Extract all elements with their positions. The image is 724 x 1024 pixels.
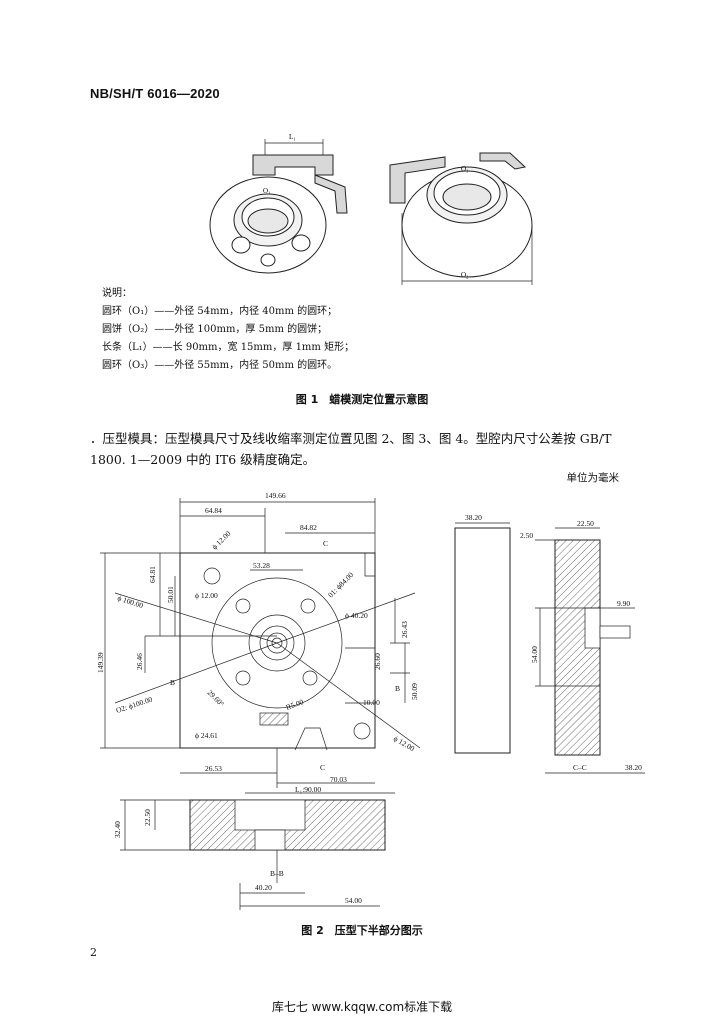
paragraph-line-1: ．压型模具：压型模具尺寸及线收缩率测定位置见图 2、图 3、图 4。型腔内尺寸公…: [90, 431, 612, 446]
section-c-bottom: C: [320, 763, 325, 772]
paragraph-line-2: 1800. 1—2009 中的 IT6 级精度确定。: [90, 452, 316, 467]
label-o2: O₂: [461, 271, 469, 279]
section-bb-label: B–B: [270, 869, 284, 878]
footer-watermark: 库七七 www.kqqw.com标准下载: [271, 1000, 453, 1014]
dim-149-39: 149.39: [96, 652, 105, 673]
label-l1: L₁: [289, 133, 296, 141]
dim-phi100: ϕ 100.00: [116, 593, 144, 610]
section-b-left: B: [170, 678, 175, 687]
dim-50-01: 50.01: [166, 586, 175, 603]
figure-2-drawing: 149.66 64.84 84.82 C 53.28 ϕ 12.00 64.81…: [96, 491, 645, 910]
dim-32-40: 32.40: [113, 821, 122, 838]
section-b-right: B: [395, 684, 400, 693]
legend-item-o1: 圆环（O₁）——外径 54mm，内径 40mm 的圆环；: [102, 306, 338, 317]
bore-circle-84: [211, 577, 343, 709]
dim-64-84: 64.84: [205, 506, 222, 515]
dim-phi12-bottom: ϕ 12.00: [392, 734, 416, 753]
dim-r5: R5.00: [285, 697, 305, 712]
dim-22-50-right: 22.50: [577, 519, 594, 528]
dim-38-20-bottom: 38.20: [625, 763, 642, 772]
dim-angle: 29.60°: [206, 688, 226, 708]
page-number: 2: [90, 946, 97, 959]
dim-phi12-mid: ϕ 12.00: [195, 591, 218, 600]
dim-26-60: 26.60: [373, 653, 382, 670]
dim-9-90: 9.90: [617, 599, 630, 608]
dim-84-82: 84.82: [300, 523, 317, 532]
legend-item-l1: 长条（L₁）——长 90mm，宽 15mm，厚 1mm 矩形；: [102, 342, 355, 353]
standard-code: NB/SH/T 6016—2020: [90, 86, 220, 101]
dim-2-50: 2.50: [520, 531, 533, 540]
dim-22-50-left: 22.50: [143, 809, 152, 826]
dim-64-81: 64.81: [148, 566, 157, 583]
figure-1-drawing: L₁ O₁ O₁ O₂: [209, 133, 533, 285]
dim-54: 54.00: [345, 896, 362, 905]
dim-10: 10.00: [363, 698, 380, 707]
dim-26-53: 26.53: [205, 764, 222, 773]
dim-phi24-61: ϕ 24.61: [195, 731, 218, 740]
figure-2-caption: 图 2 压型下半部分图示: [301, 924, 423, 937]
dim-38-20-top: 38.20: [465, 513, 482, 522]
dim-phi40-20: ϕ 40.20: [345, 611, 368, 620]
figure-1-caption: 图 1 蜡模测定位置示意图: [295, 393, 429, 406]
section-cc-label: C–C: [573, 763, 587, 772]
dim-53-28: 53.28: [253, 561, 270, 570]
label-o1-left: O₁: [263, 187, 271, 195]
dim-o1-phi84: 01: ϕ84.00: [326, 570, 355, 599]
dim-50-09: 50.09: [410, 683, 419, 700]
dim-54-side: 54.00: [530, 646, 539, 663]
dim-70-03: 70.03: [330, 775, 347, 784]
dim-26-43: 26.43: [400, 621, 409, 638]
dim-phi12-top: ϕ 12.00: [210, 529, 233, 552]
unit-note: 单位为毫米: [566, 472, 620, 484]
dim-l1-90: L₁:90.00: [295, 785, 321, 794]
dim-40-20: 40.20: [255, 883, 272, 892]
dim-149-66: 149.66: [265, 491, 286, 500]
dim-26-46: 26.46: [135, 653, 144, 670]
legend-title: 说明：: [102, 288, 132, 299]
dim-o2-phi100: O2: ϕ100.00: [115, 695, 154, 715]
legend-item-o3: 圆环（O₃）——外径 55mm，内径 50mm 的圆环。: [102, 360, 338, 371]
legend-item-o2: 圆饼（O₂）——外径 100mm，厚 5mm 的圆饼；: [102, 324, 328, 335]
section-c-top: C: [323, 539, 328, 548]
label-o1-right: O₁: [461, 165, 469, 173]
